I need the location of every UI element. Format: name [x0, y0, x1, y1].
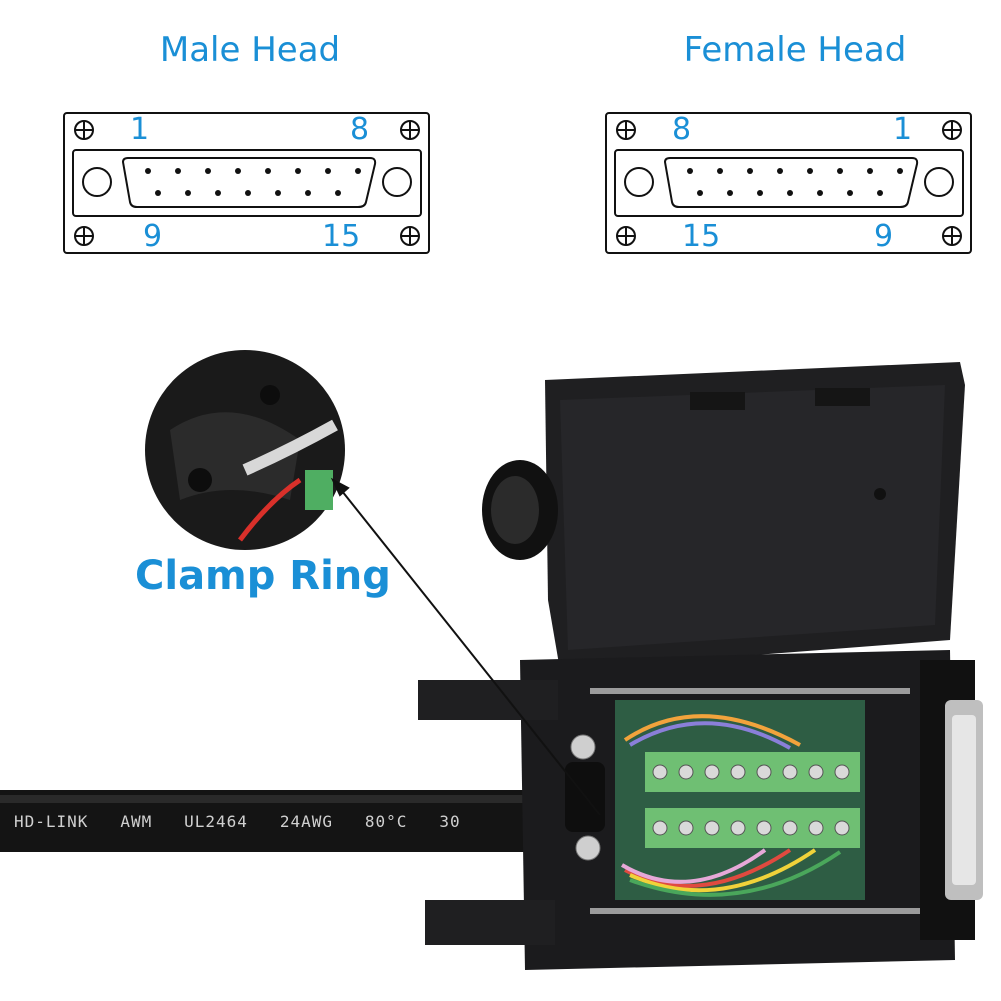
clamp-ring-zoom-inset: [145, 350, 345, 550]
female-screw-icons: [616, 120, 962, 246]
cable-print-text: HD-LINK AWM UL2464 24AWG 80°C 30: [14, 812, 461, 831]
male-pin-label-1: 1: [130, 112, 150, 147]
female-connector-diagram: [605, 112, 972, 254]
male-screw-icons: [74, 120, 420, 246]
female-pin-label-9: 9: [874, 219, 894, 254]
male-pin-label-9: 9: [143, 219, 163, 254]
connector-lid: [482, 362, 965, 670]
clamp-ring-label: Clamp Ring: [135, 553, 391, 599]
male-pin-label-8: 8: [350, 112, 370, 147]
male-head-title: Male Head: [159, 30, 341, 70]
male-pins: [145, 168, 361, 196]
female-pin-label-15: 15: [682, 219, 721, 254]
male-pin-label-15: 15: [322, 219, 361, 254]
male-connector-diagram: [63, 112, 430, 254]
female-head-title: Female Head: [683, 30, 907, 70]
terminal-board: [565, 700, 865, 900]
female-pin-label-1: 1: [893, 112, 913, 147]
female-pin-label-8: 8: [672, 112, 692, 147]
female-pins: [687, 168, 903, 196]
callout-arrow: [330, 477, 601, 816]
